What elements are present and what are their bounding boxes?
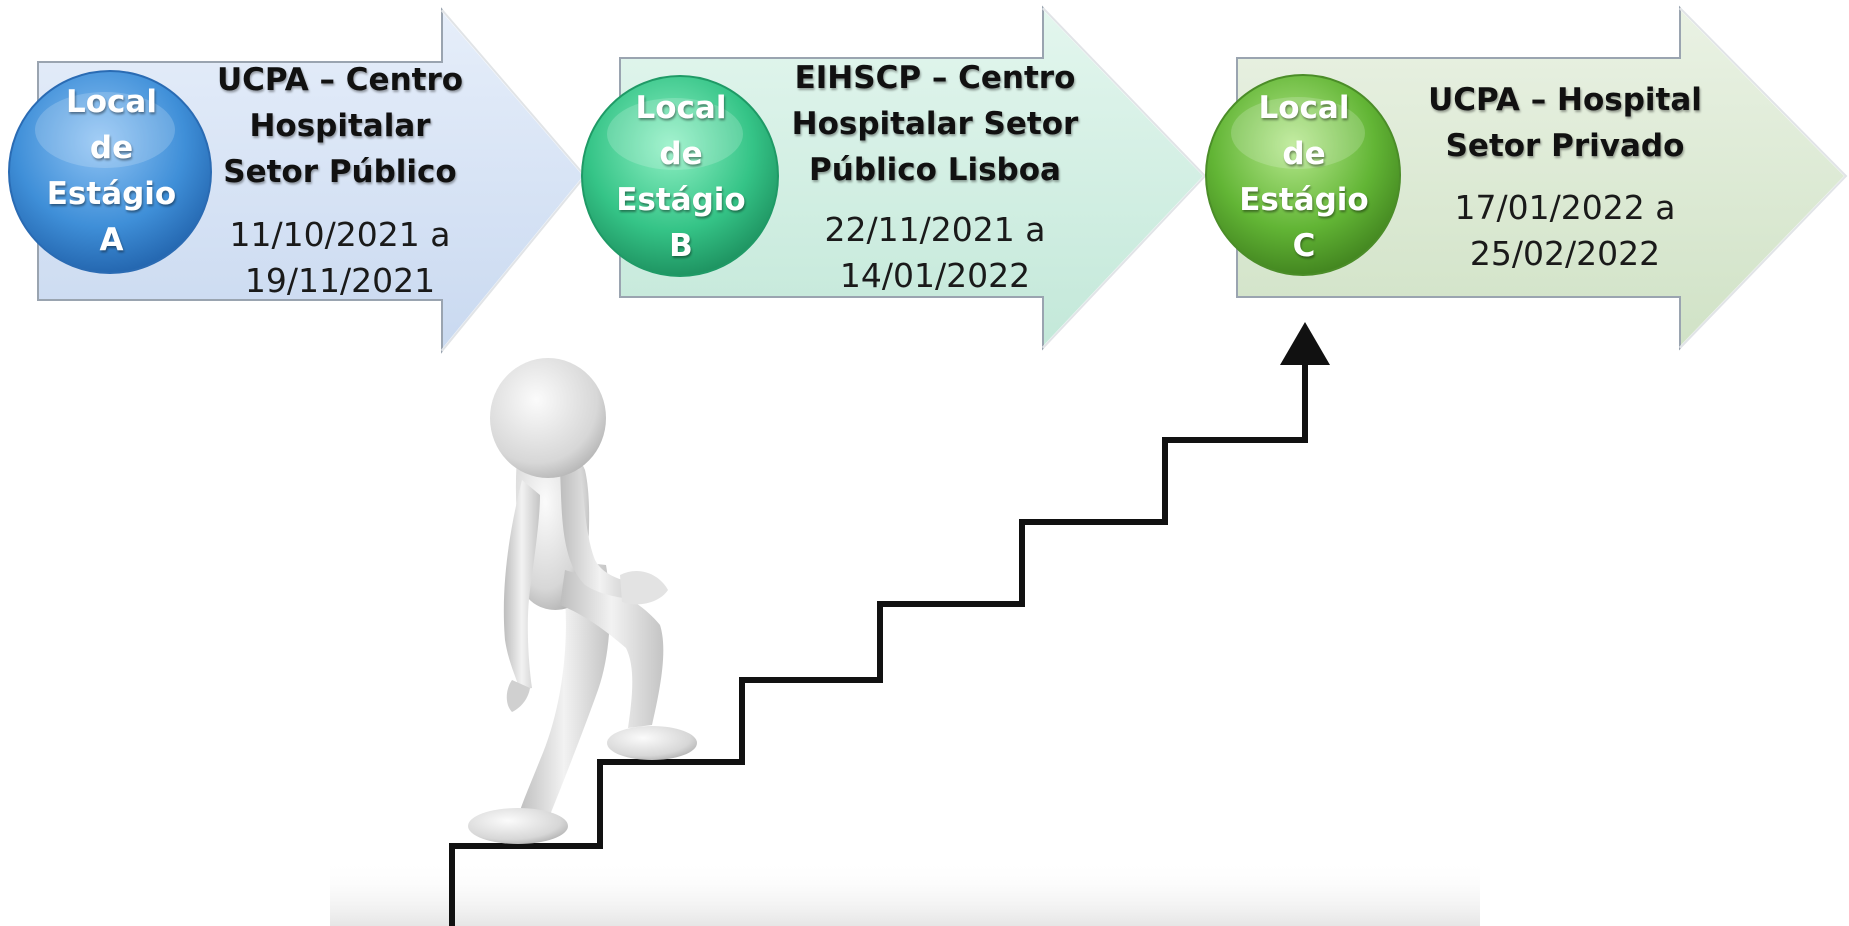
stage-a-title: UCPA – Centro Hospitalar Setor Público xyxy=(195,57,485,195)
stage-arrow-b xyxy=(619,5,1208,351)
stage-b-circle-line: Local xyxy=(635,90,727,126)
stage-a-circle-line: Local xyxy=(66,84,157,120)
stage-b-circle-label: Local de Estágio B xyxy=(585,85,777,269)
staircase-arrowhead xyxy=(1280,322,1330,365)
stage-circle-a xyxy=(8,70,212,274)
stage-c-dates-line: 17/01/2022 a xyxy=(1454,188,1676,227)
stage-c-circle-line: Estágio xyxy=(1239,182,1369,218)
stage-a-circle-line: de xyxy=(89,130,134,166)
stage-a-circle-line: Estágio xyxy=(46,176,177,212)
stage-c-dates: 17/01/2022 a 25/02/2022 xyxy=(1430,185,1700,277)
stage-c-dates-line: 25/02/2022 xyxy=(1469,234,1661,273)
stage-c-circle-label: Local de Estágio C xyxy=(1209,85,1399,269)
stage-c-title-line: UCPA – Hospital xyxy=(1428,82,1702,118)
stage-a-title-line: UCPA – Centro xyxy=(216,62,464,98)
stage-c-title-line: Setor Privado xyxy=(1445,128,1685,164)
stage-b-circle-line: B xyxy=(669,228,693,264)
stage-b-circle-line: de xyxy=(659,136,703,172)
stage-circle-b xyxy=(581,75,779,277)
stage-b-title-line: EIHSCP – Centro xyxy=(794,60,1076,96)
stage-b-dates: 22/11/2021 a 14/01/2022 xyxy=(800,207,1070,299)
climbing-figure xyxy=(468,358,697,844)
stage-a-title-line: Setor Público xyxy=(223,154,457,190)
stage-arrow-c xyxy=(1236,5,1849,351)
stage-a-circle-line: A xyxy=(99,222,124,258)
stage-b-title: EIHSCP – Centro Hospitalar Setor Público… xyxy=(775,55,1095,193)
stage-a-circle-label: Local de Estágio A xyxy=(14,79,209,263)
floor-shadow xyxy=(330,860,1480,926)
stage-a-dates-line: 11/10/2021 a xyxy=(229,215,451,254)
stage-c-title: UCPA – Hospital Setor Privado xyxy=(1400,77,1730,169)
stage-b-dates-line: 22/11/2021 a xyxy=(824,210,1046,249)
stage-b-title-line: Público Lisboa xyxy=(809,152,1061,188)
stage-c-circle-line: de xyxy=(1282,136,1326,172)
stage-b-dates-line: 14/01/2022 xyxy=(839,256,1031,295)
stage-a-dates-line: 19/11/2021 xyxy=(244,261,436,300)
staircase-line xyxy=(449,358,1308,926)
stage-c-circle-line: C xyxy=(1292,228,1316,264)
stage-a-title-line: Hospitalar xyxy=(249,108,431,144)
stage-circle-c xyxy=(1205,74,1401,276)
stage-c-circle-line: Local xyxy=(1258,90,1350,126)
stage-a-dates: 11/10/2021 a 19/11/2021 xyxy=(205,212,475,304)
stage-b-title-line: Hospitalar Setor xyxy=(791,106,1079,142)
stage-b-circle-line: Estágio xyxy=(616,182,746,218)
